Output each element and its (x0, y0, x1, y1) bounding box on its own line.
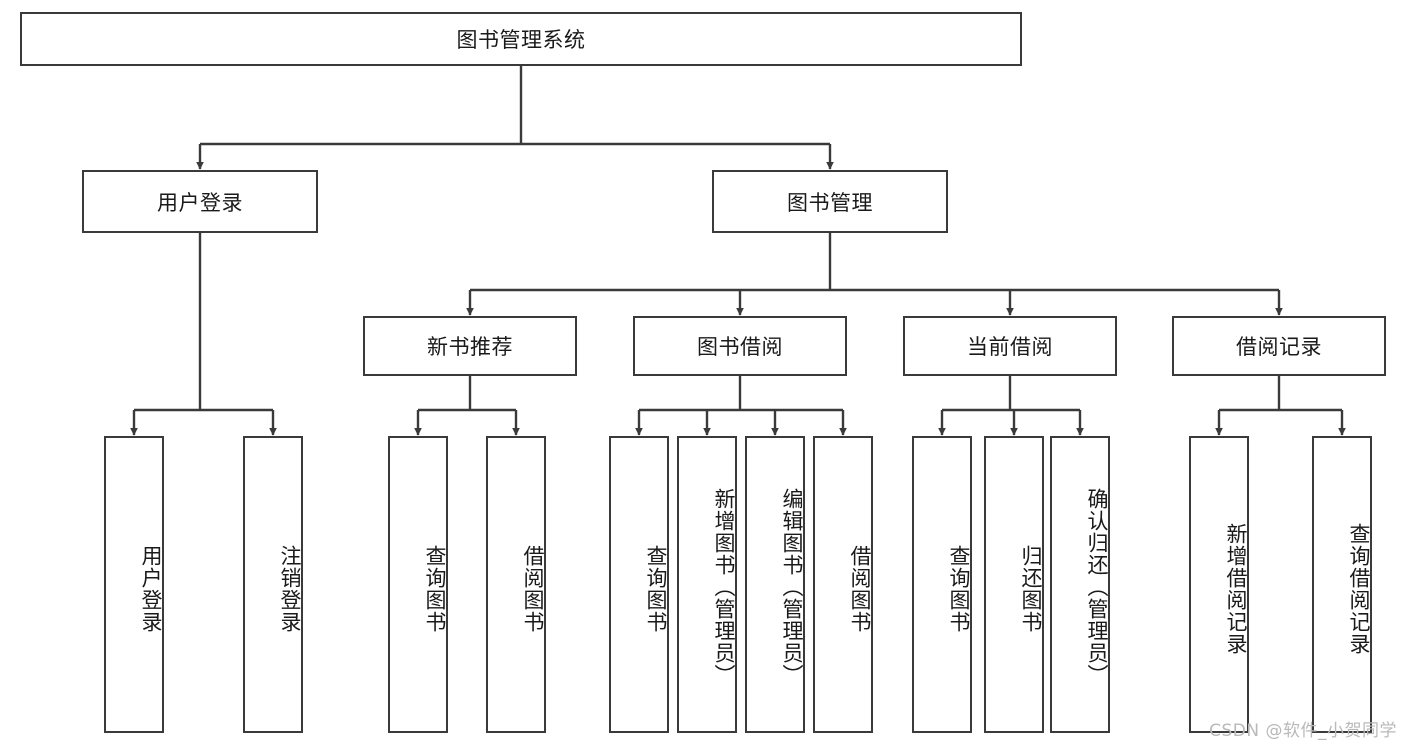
node-label: 当前借阅 (967, 335, 1053, 359)
node-label: 图书管理 (787, 190, 873, 215)
watermark-text: CSDN @软件_小贺同学 (1209, 721, 1397, 741)
node-label: 查询图书 (423, 544, 447, 633)
node-label: 注销登录 (278, 544, 302, 633)
node-label: 借阅图书 (848, 544, 872, 633)
node-leaf-edit-book[interactable]: 编辑图书（管理员） (745, 436, 805, 733)
node-leaf-query-book-1[interactable]: 查询图书 (388, 436, 448, 733)
node-label: 用户登录 (139, 544, 163, 633)
node-leaf-query-book-2[interactable]: 查询图书 (609, 436, 669, 733)
node-label: 查询图书 (947, 544, 971, 633)
node-borrow-record[interactable]: 借阅记录 (1172, 316, 1386, 376)
node-label: 查询图书 (644, 544, 668, 633)
node-leaf-confirm-return[interactable]: 确认归还（管理员） (1050, 436, 1110, 733)
node-new-book-recommend[interactable]: 新书推荐 (363, 316, 577, 376)
node-label: 查询借阅记录 (1347, 522, 1371, 655)
node-label: 图书管理系统 (456, 28, 586, 52)
node-root[interactable]: 图书管理系统 (20, 12, 1022, 66)
node-label: 新增图书（管理员） (712, 487, 736, 686)
node-user-login[interactable]: 用户登录 (82, 170, 318, 233)
node-leaf-query-book-3[interactable]: 查询图书 (912, 436, 972, 733)
node-book-manage[interactable]: 图书管理 (712, 170, 948, 233)
node-label: 图书借阅 (697, 335, 783, 359)
node-book-borrow[interactable]: 图书借阅 (633, 316, 847, 376)
node-label: 用户登录 (157, 190, 243, 215)
node-label: 确认归还（管理员） (1085, 487, 1109, 686)
node-leaf-borrow-book-2[interactable]: 借阅图书 (813, 436, 873, 733)
edge-group (130, 66, 1346, 436)
node-label: 借阅图书 (521, 544, 545, 633)
node-label: 新增借阅记录 (1224, 522, 1248, 655)
node-leaf-user-login[interactable]: 用户登录 (104, 436, 164, 733)
node-label: 编辑图书（管理员） (780, 487, 804, 686)
node-label: 借阅记录 (1236, 335, 1322, 359)
node-leaf-add-record[interactable]: 新增借阅记录 (1189, 436, 1249, 733)
node-leaf-borrow-book-1[interactable]: 借阅图书 (486, 436, 546, 733)
node-label: 归还图书 (1019, 544, 1043, 633)
node-leaf-query-record[interactable]: 查询借阅记录 (1312, 436, 1372, 733)
node-label: 新书推荐 (427, 335, 513, 359)
node-leaf-user-logout[interactable]: 注销登录 (243, 436, 303, 733)
node-current-borrow[interactable]: 当前借阅 (903, 316, 1117, 376)
node-leaf-add-book[interactable]: 新增图书（管理员） (677, 436, 737, 733)
node-leaf-return-book[interactable]: 归还图书 (984, 436, 1044, 733)
